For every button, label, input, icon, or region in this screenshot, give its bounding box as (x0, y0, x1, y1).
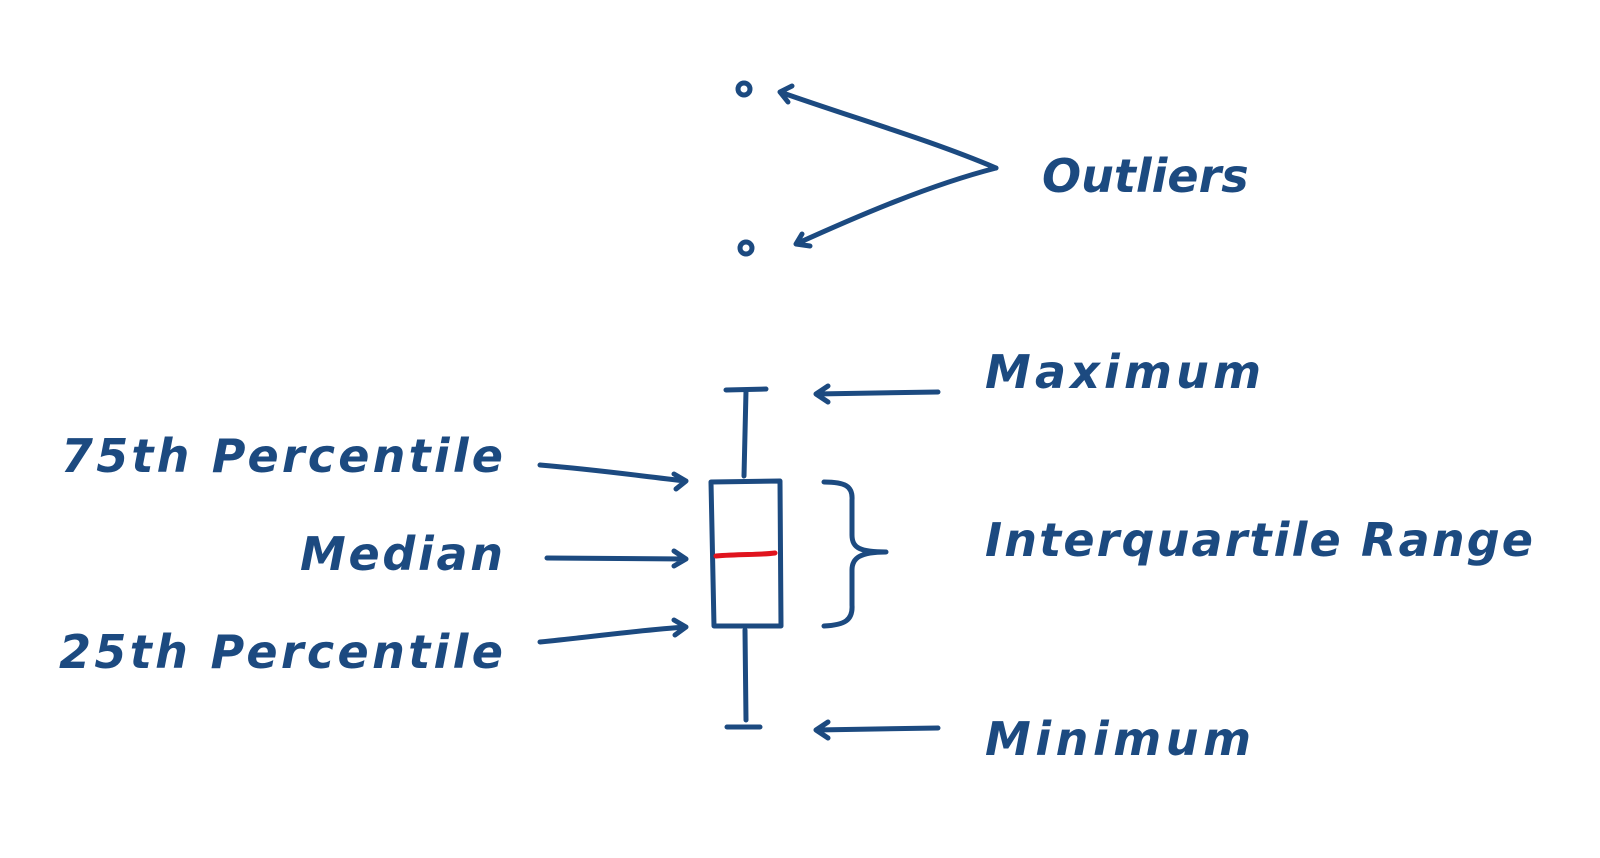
iqr-label: Interquartile Range (985, 513, 1533, 567)
outlier-arrow-upper (777, 83, 999, 171)
p25-arrow (537, 617, 689, 645)
outlier-point-upper (735, 80, 753, 98)
median-label: Median (300, 527, 503, 581)
p75-arrow (537, 462, 689, 492)
minimum-arrow (813, 719, 941, 741)
maximum-whisker (723, 386, 769, 479)
maximum-arrow (813, 383, 941, 405)
minimum-label: Minimum (985, 712, 1251, 766)
interquartile-box (708, 478, 784, 629)
median-arrow (544, 548, 689, 569)
outlier-point-lower (737, 239, 755, 257)
maximum-label: Maximum (985, 345, 1261, 399)
iqr-brace (821, 479, 889, 629)
outlier-arrow-lower (793, 165, 999, 249)
p75-label: 75th Percentile (61, 429, 503, 483)
median-line (713, 550, 778, 559)
p25-label: 25th Percentile (59, 625, 503, 679)
minimum-whisker (724, 627, 763, 730)
outliers-label: Outliers (1042, 149, 1249, 203)
